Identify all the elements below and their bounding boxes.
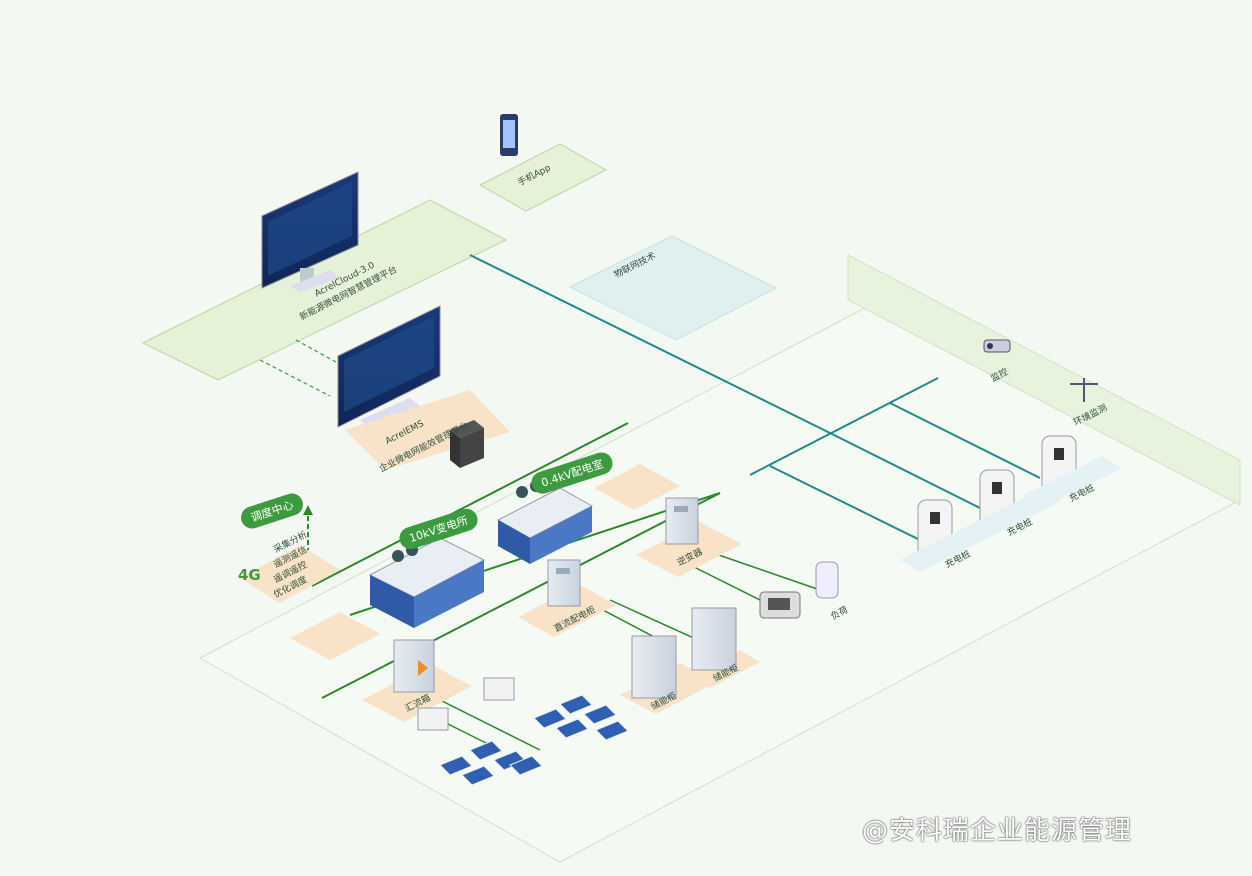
charger-label-bg-3	[1022, 456, 1122, 508]
storage-cabinet-2	[691, 607, 737, 671]
dc-cabinet	[547, 559, 581, 607]
net-4g-label: 4G	[238, 566, 261, 584]
teal-bus-cross	[749, 377, 939, 476]
green-bus-3	[321, 492, 721, 699]
generator-icon	[759, 591, 801, 619]
iot-panel	[568, 235, 778, 341]
teal-branch-2	[829, 432, 981, 509]
main-monitor	[261, 171, 359, 292]
dashed-link-1	[259, 359, 331, 397]
combiner-label-bg	[362, 664, 472, 722]
combiner-box	[393, 639, 435, 693]
inverter-cabinet	[665, 497, 699, 545]
storage-cabinet-1	[631, 635, 677, 699]
dashed-link-2	[295, 339, 337, 363]
server-icon	[450, 420, 484, 468]
dc-cabinet-label-bg	[518, 585, 616, 637]
green-bus-1	[311, 422, 629, 587]
meter-group-2-bg	[594, 464, 680, 510]
transformer-04kv	[496, 480, 594, 564]
load-icon	[815, 561, 839, 599]
inverter-box-1	[417, 707, 449, 731]
phone-icon	[500, 114, 518, 156]
teal-branch-1	[769, 465, 921, 541]
dispatch-label-bg	[240, 545, 340, 603]
charging-zone-wall	[847, 254, 1241, 506]
local-platform-label-bg	[345, 390, 510, 470]
pv-array-2	[533, 694, 629, 741]
teal-bus-main	[469, 254, 831, 434]
meter-group-1-bg	[290, 612, 380, 660]
mobile-app-banner	[478, 143, 608, 212]
env-monitor-icon	[1070, 378, 1098, 402]
camera-icon	[983, 339, 1011, 353]
inverter-label-bg	[636, 522, 742, 577]
watermark: @安科瑞企业能源管理	[862, 816, 1133, 846]
dispatch-arrow-icon	[303, 505, 313, 515]
inverter-box-2	[483, 677, 515, 701]
pv-array-1	[439, 740, 543, 786]
teal-branch-3	[889, 402, 1041, 479]
